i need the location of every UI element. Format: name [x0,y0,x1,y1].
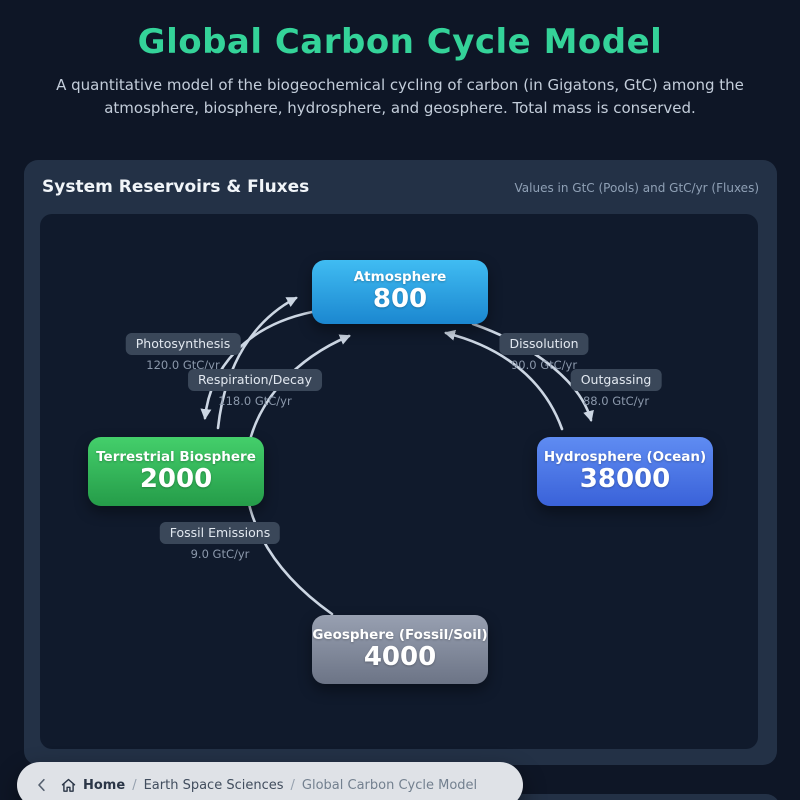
reservoir-node-atmosphere[interactable]: Atmosphere 800 [312,260,488,324]
reservoir-label: Geosphere (Fossil/Soil) [312,626,488,643]
breadcrumb-separator: / [132,777,137,793]
flux-fossil-emissions: Fossil Emissions 9.0 GtC/yr [159,522,281,561]
breadcrumb-item-earth-space-sciences[interactable]: Earth Space Sciences [143,777,284,793]
flux-value: 9.0 GtC/yr [190,547,250,561]
reservoir-node-geosphere[interactable]: Geosphere (Fossil/Soil) 4000 [312,615,488,684]
flux-value: 120.0 GtC/yr [146,358,220,372]
breadcrumb-item-home[interactable]: Home [60,777,125,794]
flux-dissolution: Dissolution 90.0 GtC/yr [499,333,589,372]
reservoir-node-hydrosphere[interactable]: Hydrosphere (Ocean) 38000 [537,437,713,506]
reservoir-value: 4000 [363,641,437,672]
flux-value: 90.0 GtC/yr [510,358,578,372]
flux-arrow-dissolution [471,322,594,422]
card-header: System Reservoirs & Fluxes Values in GtC… [24,160,777,197]
flux-photosynthesis: Photosynthesis 120.0 GtC/yr [125,333,241,372]
card-title: System Reservoirs & Fluxes [42,177,310,197]
flux-respiration-decay: Respiration/Decay 118.0 GtC/yr [188,369,322,408]
reservoir-label: Atmosphere [353,269,447,286]
system-reservoirs-card: System Reservoirs & Fluxes Values in GtC… [24,160,777,765]
flux-label[interactable]: Dissolution [499,333,589,355]
reservoir-node-terrestrial-biosphere[interactable]: Terrestrial Biosphere 2000 [88,437,264,506]
flux-diagram-canvas[interactable]: Atmosphere 800 Terrestrial Biosphere 200… [40,214,758,749]
flux-outgassing: Outgassing 88.0 GtC/yr [570,369,662,408]
breadcrumb-item-current: Global Carbon Cycle Model [301,777,478,793]
units-note: Values in GtC (Pools) and GtC/yr (Fluxes… [514,181,759,195]
page-subtitle: A quantitative model of the biogeochemic… [56,76,744,117]
flux-arrow-outgassing [444,329,564,431]
flux-arrow-respiration-decay [216,296,298,430]
reservoir-value: 800 [372,284,428,315]
flux-value: 88.0 GtC/yr [582,394,650,408]
reservoir-label: Terrestrial Biosphere [96,448,256,465]
home-icon [61,778,76,792]
breadcrumb: Home / Earth Space Sciences / Global Car… [17,762,523,800]
breadcrumb-separator: / [290,777,295,793]
back-button[interactable] [31,774,53,796]
reservoir-label: Hydrosphere (Ocean) [543,448,707,465]
page-title: Global Carbon Cycle Model [137,22,663,62]
breadcrumb-label: Home [83,777,126,793]
flux-label[interactable]: Fossil Emissions [159,522,281,544]
flux-value: 118.0 GtC/yr [218,394,292,408]
reservoir-value: 2000 [139,463,213,494]
chevron-left-icon [38,778,45,792]
flux-label[interactable]: Outgassing [570,369,662,391]
flux-label[interactable]: Photosynthesis [125,333,241,355]
reservoir-value: 38000 [579,463,671,494]
flux-label[interactable]: Respiration/Decay [188,369,322,391]
